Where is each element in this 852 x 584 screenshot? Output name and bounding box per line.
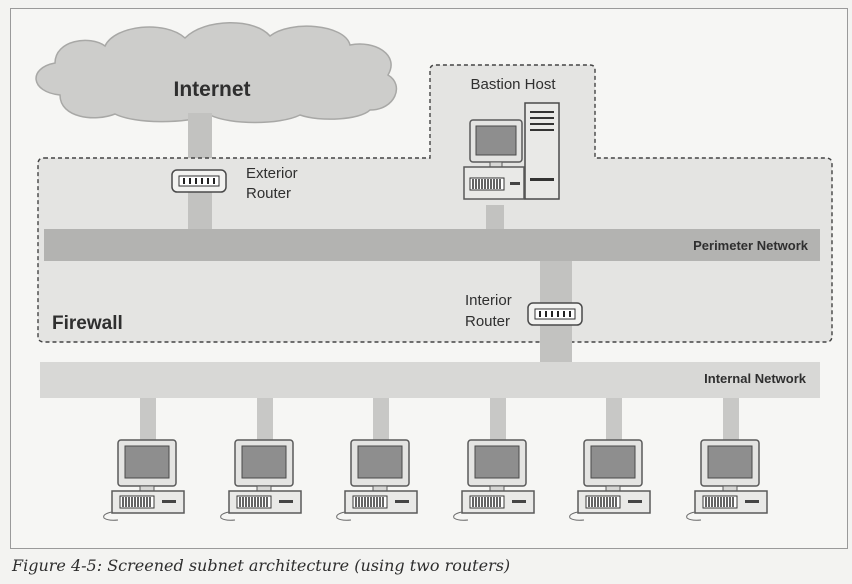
- exterior-router-icon: [171, 169, 227, 193]
- exterior-router-label-1: Exterior: [246, 165, 298, 182]
- perimeter-network-bar: [44, 229, 820, 261]
- internal-links: [140, 398, 739, 440]
- bastion-host-computer: [463, 102, 560, 200]
- firewall-region: [37, 64, 833, 343]
- perimeter-network-label: Perimeter Network: [693, 238, 809, 253]
- internal-computer-6: [685, 439, 768, 521]
- internal-computer-3: [335, 439, 418, 521]
- interior-router-label-2: Router: [465, 313, 510, 330]
- internal-computer-1: [102, 439, 185, 521]
- internal-network-label: Internal Network: [704, 371, 807, 386]
- internal-network-bar: [40, 362, 820, 398]
- interior-router-label-1: Interior: [465, 292, 512, 309]
- firewall-label: Firewall: [52, 313, 123, 334]
- interior-router-icon: [527, 302, 583, 326]
- internal-computer-2: [219, 439, 302, 521]
- figure-caption: Figure 4-5: Screened subnet architecture…: [12, 556, 511, 575]
- exterior-router-label-2: Router: [246, 185, 291, 202]
- bastion-link: [486, 205, 504, 230]
- internal-computer-4: [452, 439, 535, 521]
- internal-computer-5: [568, 439, 651, 521]
- bastion-host-label: Bastion Host: [470, 76, 556, 93]
- internet-label: Internet: [173, 78, 250, 101]
- internet-cloud: Internet: [35, 22, 398, 124]
